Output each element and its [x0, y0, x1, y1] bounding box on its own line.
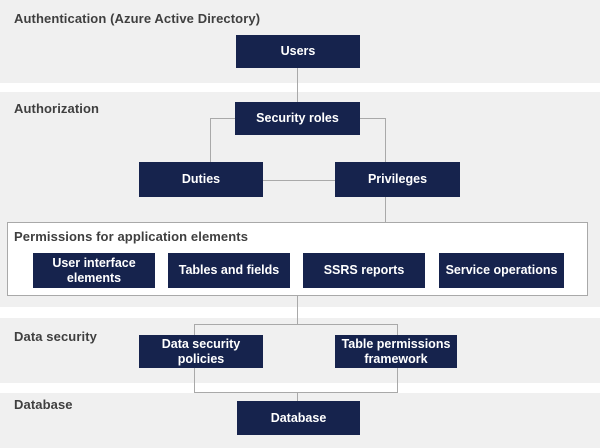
connector-framework-to-database — [397, 367, 398, 392]
security-roles-node: Security roles — [235, 102, 360, 135]
connector-join-to-database — [297, 392, 298, 401]
table-permissions-framework-node: Table permissions framework — [335, 335, 457, 368]
authentication-section-label: Authentication (Azure Active Directory) — [14, 11, 261, 26]
connector-duties-to-privileges — [263, 180, 335, 181]
privileges-node: Privileges — [335, 162, 460, 197]
database-section-label: Database — [14, 397, 73, 412]
connector-to-table-permissions-framework — [397, 324, 398, 335]
connector-security-roles-to-duties — [210, 118, 211, 162]
connector-users-to-security-roles — [297, 68, 298, 102]
connector-security-roles-to-duties — [210, 118, 235, 119]
data-security-section-label: Data security — [14, 329, 97, 344]
data-security-policies-node: Data security policies — [139, 335, 263, 368]
connector-privileges-to-permissions — [385, 197, 386, 222]
connector-database-join — [194, 392, 398, 393]
connector-permissions-to-data-security — [297, 296, 298, 324]
service-operations-node: Service operations — [439, 253, 564, 288]
database-node: Database — [237, 401, 360, 435]
user-interface-elements-node: User interface elements — [33, 253, 155, 288]
data-security-band — [0, 318, 600, 383]
duties-node: Duties — [139, 162, 263, 197]
connector-data-security-split — [194, 324, 398, 325]
connector-security-roles-to-privileges — [385, 118, 386, 162]
users-node: Users — [236, 35, 360, 68]
authorization-section-label: Authorization — [14, 101, 100, 116]
connector-security-roles-to-privileges — [360, 118, 385, 119]
connector-policies-to-database — [194, 367, 195, 392]
ssrs-reports-node: SSRS reports — [303, 253, 425, 288]
permissions-section-label: Permissions for application elements — [14, 229, 249, 244]
tables-and-fields-node: Tables and fields — [168, 253, 290, 288]
connector-to-data-security-policies — [194, 324, 195, 335]
